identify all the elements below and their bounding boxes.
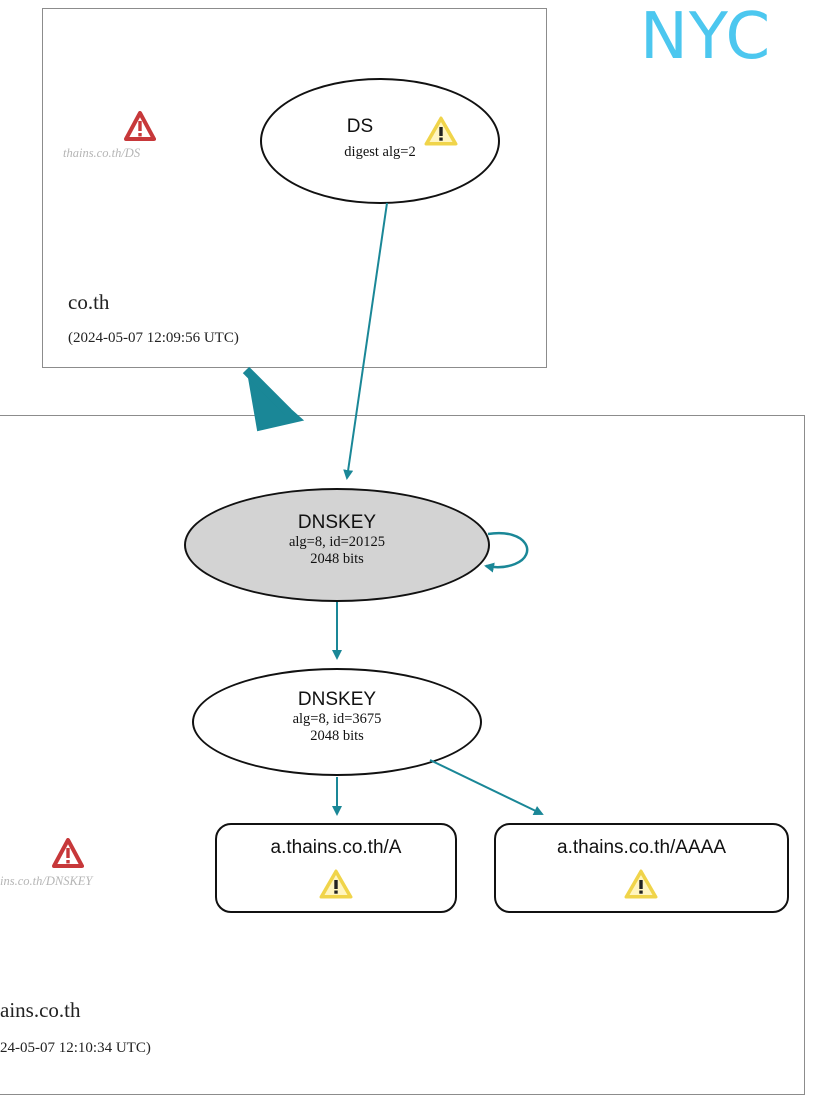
parent-zone-box bbox=[42, 8, 547, 368]
child-zone-timestamp: 24-05-07 12:10:34 UTC) bbox=[0, 1040, 151, 1056]
edges-layer bbox=[242, 202, 544, 816]
rrset-a-label: a.thains.co.th/A bbox=[270, 837, 402, 858]
ksk-dnskey-node[interactable]: DNSKEY alg=8, id=20125 2048 bits bbox=[184, 488, 490, 602]
warning-icon bbox=[624, 869, 658, 899]
ksk-alg-id: alg=8, id=20125 bbox=[288, 534, 386, 550]
warning-icon bbox=[424, 116, 458, 146]
parent-zone-timestamp: (2024-05-07 12:09:56 UTC) bbox=[68, 330, 239, 346]
rrset-node-a[interactable]: a.thains.co.th/A bbox=[215, 823, 457, 913]
zsk-bits: 2048 bits bbox=[310, 728, 364, 744]
parent-zone-name: co.th bbox=[68, 290, 110, 314]
edge-zsk-to-aaaa bbox=[429, 759, 544, 816]
delegation-arrow-shaft bbox=[242, 366, 292, 416]
zsk-dnskey-node[interactable]: DNSKEY alg=8, id=3675 2048 bits bbox=[192, 668, 482, 776]
rrset-node-aaaa[interactable]: a.thains.co.th/AAAA bbox=[494, 823, 789, 913]
ds-node-subtitle: digest alg=2 bbox=[344, 144, 416, 160]
edge-ds-to-ksk bbox=[343, 202, 388, 480]
error-icon bbox=[52, 838, 84, 868]
ksk-bits: 2048 bits bbox=[310, 551, 364, 567]
error-icon bbox=[124, 111, 156, 141]
ksk-title: DNSKEY bbox=[297, 512, 377, 533]
ds-node[interactable]: DS digest alg=2 bbox=[260, 78, 500, 204]
ds-node-title: DS bbox=[346, 116, 374, 137]
warning-icon bbox=[319, 869, 353, 899]
edge-ksk-self-loop bbox=[484, 531, 529, 573]
parent-nsec-label: thains.co.th/DS bbox=[63, 146, 141, 160]
rrset-aaaa-label: a.thains.co.th/AAAA bbox=[557, 837, 726, 858]
zsk-title: DNSKEY bbox=[297, 689, 377, 710]
child-zone-name: ains.co.th bbox=[0, 998, 81, 1022]
zsk-alg-id: alg=8, id=3675 bbox=[292, 711, 382, 727]
child-nsec-label: ins.co.th/DNSKEY bbox=[0, 874, 93, 888]
brand-logo-text: NYC bbox=[640, 0, 772, 74]
